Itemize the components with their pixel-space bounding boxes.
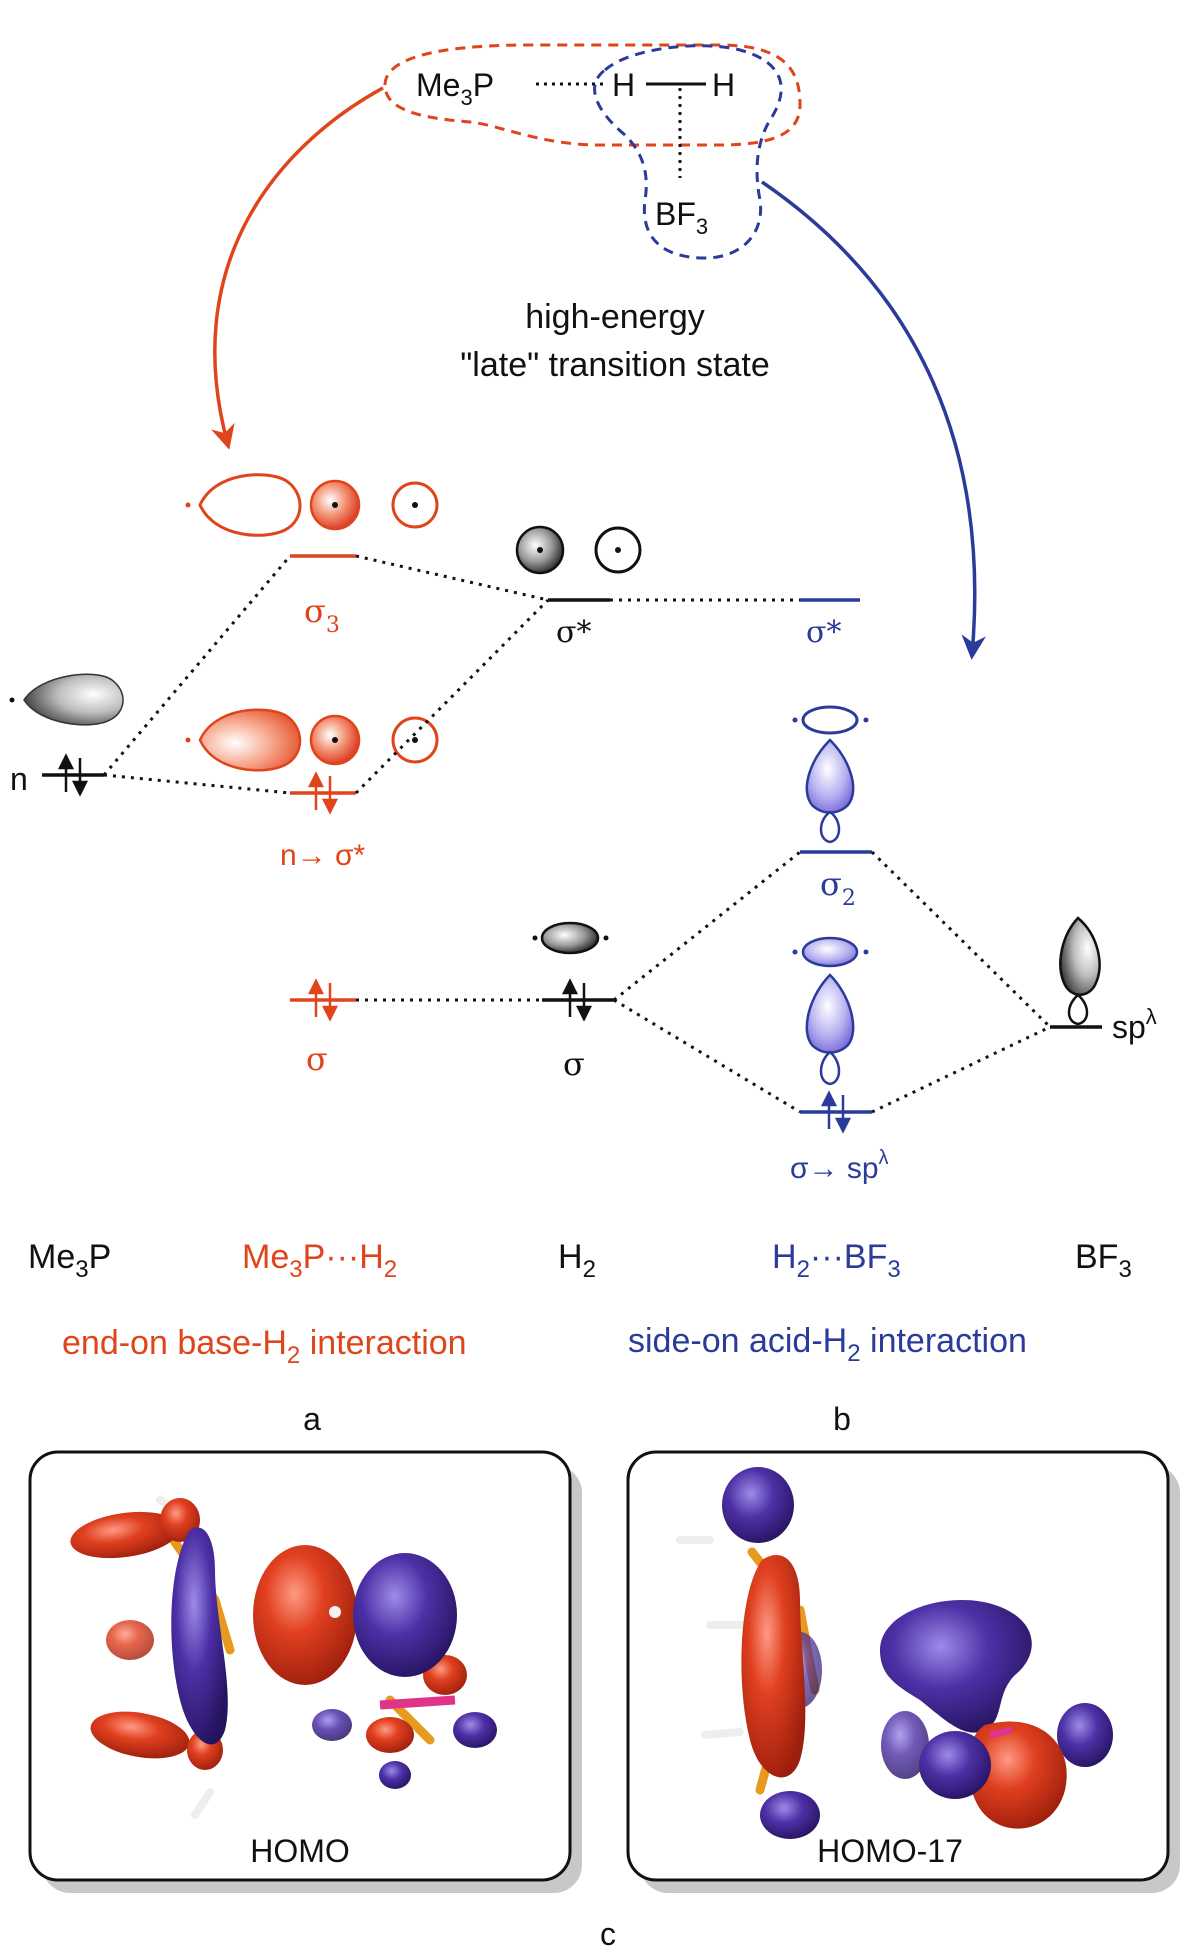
orbital-circle-icon [594, 526, 642, 574]
panel-label-b: b [833, 1401, 851, 1437]
label-n: n [10, 761, 28, 797]
orbital-lobe-icon [805, 973, 855, 1054]
column-bf3: BF3 [1075, 1238, 1132, 1283]
label-h2-sigma-star: σ* [556, 615, 591, 650]
column-h2: H2 [558, 1238, 596, 1283]
transition-state: Me3P H H BF3 high-energy "late" transiti… [383, 43, 802, 384]
homo-panel: HOMO [28, 1450, 582, 1893]
label-sigma2: σ2 [820, 865, 856, 911]
orbital-circle-icon [391, 716, 439, 764]
sigma2-orbital-picture [792, 705, 869, 844]
sigma-sp-orbital-picture [792, 936, 869, 1086]
column-me3p: Me3P [28, 1238, 111, 1283]
ts-caption-line1: high-energy [525, 298, 705, 336]
acid-interaction-outline [593, 44, 783, 260]
ts-bf3: BF3 [655, 196, 708, 239]
orbital-lobe-icon [198, 473, 302, 537]
up-down-arrows-icon [561, 978, 593, 1022]
label-h2-sigma: σ [563, 1045, 585, 1083]
orbital-lobe-icon [23, 673, 124, 726]
label-sigma-sp: σ→ spλ [790, 1147, 889, 1185]
ts-h-left: H [612, 67, 635, 103]
homo17-label: HOMO-17 [817, 1833, 963, 1869]
homo-label: HOMO [250, 1833, 350, 1869]
energy-levels [42, 554, 1102, 1114]
column-me3p-h2: Me3P···H2 [242, 1238, 397, 1283]
up-down-arrows-icon [820, 1090, 852, 1134]
panel-label-a: a [303, 1401, 321, 1437]
ts-me3p: Me3P [416, 67, 494, 110]
n-orbital-picture [9, 673, 124, 726]
up-down-arrows-icon [57, 753, 89, 797]
orbital-lobe-icon [805, 738, 855, 814]
ts-h-right: H [712, 67, 735, 103]
sigma3-orbital-picture [185, 473, 439, 537]
orbital-lobe-icon [1059, 916, 1101, 996]
orbital-lobe-icon [198, 708, 302, 772]
column-labels: Me3P Me3P···H2 H2 H2···BF3 BF3 [28, 1238, 1132, 1283]
orbital-circle-icon [391, 481, 439, 529]
ts-caption-line2: "late" transition state [460, 346, 770, 384]
label-orange-sigma: σ [306, 1040, 328, 1078]
column-h2-bf3: H2···BF3 [772, 1238, 901, 1283]
label-blue-sigma-star: σ* [806, 615, 841, 650]
sp-lambda-orbital-picture [1059, 916, 1101, 1026]
h2-sigma-orbital-picture [532, 921, 609, 955]
panel-label-c: c [600, 1916, 616, 1952]
h2-sigma-star-orbital-picture [515, 525, 642, 575]
side-on-interaction-label: side-on acid-H2 interaction [628, 1322, 1027, 1367]
up-down-arrows-icon [307, 771, 339, 815]
base-interaction-outline [383, 43, 802, 147]
orange-curved-arrow [211, 86, 384, 450]
label-sigma3: σ3 [304, 592, 340, 638]
label-n-sigma-star: n→ σ* [280, 839, 366, 872]
n-sigma-star-orbital-picture [185, 708, 439, 772]
up-down-arrows-icon [307, 978, 339, 1022]
label-sp-lambda: spλ [1112, 1004, 1157, 1045]
homo17-panel: HOMO-17 [626, 1450, 1180, 1893]
end-on-interaction-label: end-on base-H2 interaction [62, 1324, 467, 1369]
blue-curved-arrow [761, 180, 986, 660]
correlation-lines [102, 554, 1052, 1114]
